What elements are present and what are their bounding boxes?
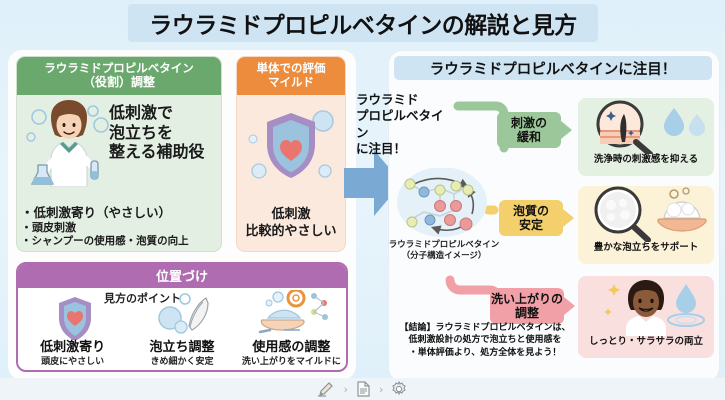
branch-chip-2-line2: 安定	[518, 218, 543, 232]
green-bullet-2: ・頭皮刺激	[21, 221, 76, 234]
green-bullet-list: ・低刺激寄り（やさしい） ・頭皮刺激 ・シャンプーの使用感・泡質の向上	[21, 205, 219, 249]
green-panel-body: 低刺激で泡立ちを整える補助役	[17, 95, 221, 188]
viewpoint-label: 見方のポイント	[104, 292, 181, 305]
positioning-column: 泡立ち調整 きめ細かく安定	[127, 340, 236, 368]
positioning-body: 見方のポイント	[18, 288, 346, 370]
conclusion-text: 【結論】ラウラミドプロピルベタインは、低刺激設計の処方で泡立ちと使用感を・単体評…	[399, 323, 571, 358]
branch-result-3-caption: しっとり・サラサラの両立	[588, 336, 703, 347]
page-title-text: ラウラミドプロピルベタインの解説と見方	[149, 13, 577, 39]
orange-evaluation-panel: 単体での評価 マイルド 低刺激 比較的やさしい	[236, 56, 346, 252]
molecule-structure-icon	[397, 168, 487, 237]
green-bullet-1: ・低刺激寄り（やさしい）	[21, 205, 172, 220]
orange-panel-body: 低刺激 比較的やさしい	[237, 95, 345, 250]
positioning-columns: 低刺激寄り 頭皮にやさしい 泡立ち調整 きめ細かく安定 使用感の調整 洗い上がり…	[18, 340, 346, 368]
orange-header-line1: 単体での評価	[256, 61, 326, 75]
right-panel-header: ラウラミドプロピルベタインに注目！	[394, 56, 712, 80]
branch-result-2-art	[578, 186, 714, 243]
branch-chip-1-line1: 刺激の	[510, 115, 547, 130]
chevron-right-icon: ›	[379, 382, 384, 396]
bubble-feather-icon	[158, 293, 209, 334]
molecule-caption-line2: （分子構造イメージ）	[401, 250, 487, 261]
branch-arrow-3-icon	[564, 297, 575, 315]
column-title: 泡立ち調整	[149, 340, 215, 356]
gear-icon[interactable]	[391, 381, 407, 397]
orange-caption-line1: 低刺激	[271, 207, 311, 223]
green-header-line2: （役割）調整	[82, 75, 155, 90]
positioning-column: 使用感の調整 洗い上がりをマイルドに	[237, 340, 346, 368]
branch-result-1-art	[578, 98, 714, 157]
green-role-panel: ラウラミドプロピルベタイン （役割）調整	[16, 56, 222, 252]
branch-chip-3-line2: 調整	[514, 306, 539, 320]
positioning-column: 低刺激寄り 頭皮にやさしい	[18, 340, 127, 368]
molecule-caption: ラウラミドプロピルベタイン （分子構造イメージ）	[384, 240, 504, 261]
orange-caption: 低刺激 比較的やさしい	[237, 207, 345, 240]
right-arrow-icon	[344, 150, 402, 216]
magnifier-hair-follicle-icon	[596, 100, 705, 157]
column-subtitle: 洗い上がりをマイルドに	[241, 357, 341, 368]
molecule-caption-line1: ラウラミドプロピルベタイン	[388, 240, 500, 250]
branch-chip-3-line1: 洗い上がりの	[490, 291, 563, 306]
branch-chip-2: 泡質の 安定	[499, 200, 563, 236]
orange-caption-line2: 比較的やさしい	[245, 223, 337, 239]
branch-chip-1: 刺激の 緩和	[497, 112, 561, 148]
column-title: 低刺激寄り	[40, 340, 106, 356]
green-header-line1: ラウラミドプロピルベタイン	[44, 61, 194, 75]
shield-heart-icon	[59, 297, 91, 340]
focus-text: ラウラミドプロピルベタインに注目！	[356, 92, 444, 156]
green-panel-header: ラウラミドプロピルベタイン （役割）調整	[17, 57, 221, 96]
chevron-right-icon: ›	[343, 382, 348, 396]
branch-chip-2-line1: 泡質の	[512, 203, 549, 218]
column-subtitle: きめ細かく安定	[150, 357, 214, 368]
column-title: 使用感の調整	[252, 340, 331, 356]
page-title: ラウラミドプロピルベタインの解説と見方	[128, 4, 598, 42]
bottom-toolbar: › ›	[0, 378, 725, 400]
branch-result-3-art	[578, 276, 714, 336]
magnifier-foam-hand-icon	[594, 186, 707, 243]
orange-header-line2: マイルド	[268, 75, 314, 90]
branch-chip-1-line2: 緩和	[516, 130, 541, 144]
branch-result-1: 洗浄時の刺激感を抑える	[578, 98, 714, 176]
branch-arrow-1-icon	[561, 121, 572, 139]
green-bullet-3: ・シャンプーの使用感・泡質の向上	[21, 235, 189, 248]
branch-result-3: しっとり・サラサラの両立	[578, 276, 714, 358]
pencil-icon[interactable]	[317, 381, 336, 397]
right-header-text: ラウラミドプロピルベタインに注目！	[429, 61, 677, 78]
column-subtitle: 頭皮にやさしい	[41, 357, 105, 368]
branch-chip-3: 洗い上がりの 調整	[490, 288, 564, 324]
scientist-woman-icon	[26, 100, 109, 188]
smiling-person-droplet-icon	[604, 280, 705, 336]
green-big-text: 低刺激で泡立ちを整える補助役	[109, 103, 205, 162]
hand-foam-gear-icon	[258, 290, 328, 334]
branch-arrow-2-icon	[563, 209, 574, 227]
branch-result-2-caption: 豊かな泡立ちをサポート	[593, 242, 699, 253]
document-icon[interactable]	[356, 381, 371, 397]
branch-result-1-caption: 洗浄時の刺激感を抑える	[593, 154, 699, 165]
positioning-header: 位置づけ	[18, 264, 346, 288]
branch-result-2: 豊かな泡立ちをサポート	[578, 186, 714, 264]
orange-panel-header: 単体での評価 マイルド	[237, 57, 345, 95]
shield-heart-icon	[248, 110, 334, 179]
positioning-panel: 位置づけ 見方のポイント	[16, 262, 348, 372]
